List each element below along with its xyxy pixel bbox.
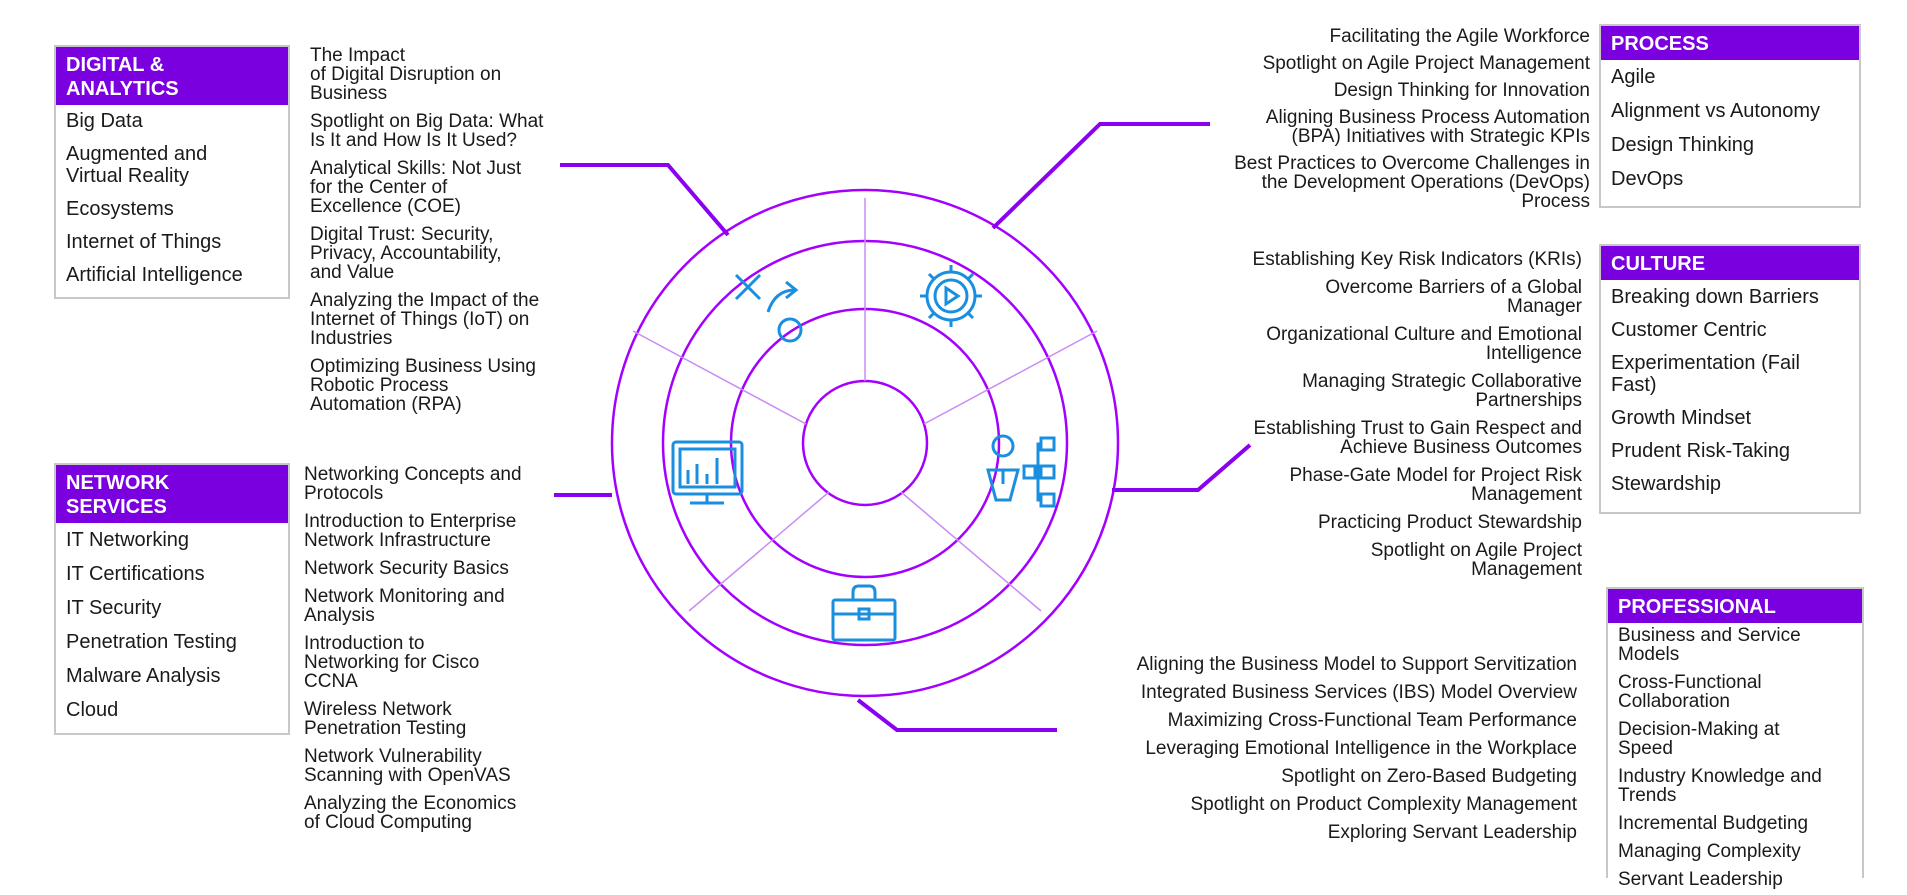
- topic-item: Internet of Things: [66, 231, 222, 253]
- gear-play-icon: [920, 265, 982, 327]
- header-line-1: NETWORK: [66, 472, 170, 494]
- course-title: Leveraging Emotional Intelligence in the…: [1145, 738, 1577, 759]
- topic-item: Growth Mindset: [1611, 407, 1752, 429]
- person-org-chart-icon: [986, 434, 1056, 508]
- course-title: Best Practices to Overcome Challenges in…: [1234, 153, 1590, 212]
- topic-item: Big Data: [66, 110, 143, 132]
- course-title: Digital Trust: Security,Privacy, Account…: [310, 224, 502, 283]
- professional-course-titles: Aligning the Business Model to Support S…: [1040, 655, 1577, 851]
- topic-item: Malware Analysis: [66, 665, 221, 687]
- topic-item: Ecosystems: [66, 198, 174, 220]
- topic-item: DevOps: [1611, 168, 1684, 190]
- course-title: Spotlight on Product Complexity Manageme…: [1190, 794, 1577, 815]
- topic-item: IT Security: [66, 597, 162, 619]
- culture-course-titles: Establishing Key Risk Indicators (KRIs) O…: [1185, 250, 1582, 588]
- topic-item: Prudent Risk-Taking: [1611, 440, 1790, 462]
- network-services-card: NETWORK SERVICES IT Networking IT Certifi…: [54, 463, 290, 735]
- course-title: Maximizing Cross-Functional Team Perform…: [1167, 710, 1577, 731]
- card-header: CULTURE: [1601, 246, 1859, 280]
- topic-item: Incremental Budgeting: [1618, 813, 1809, 834]
- topic-item: Alignment vs Autonomy: [1611, 100, 1820, 122]
- briefcase-icon: [831, 584, 897, 642]
- course-title: Facilitating the Agile Workforce: [1329, 26, 1591, 47]
- monitor-chart-icon: [671, 440, 744, 505]
- card-header: PROCESS: [1601, 26, 1859, 60]
- topic-item: Agile: [1611, 66, 1656, 88]
- topic-item: Servant Leadership: [1618, 869, 1783, 890]
- topic-item: Stewardship: [1611, 473, 1722, 495]
- topic-item: Design Thinking: [1611, 134, 1755, 156]
- header-line-2: ANALYTICS: [66, 78, 179, 100]
- course-title: Spotlight on Agile Project Management: [1262, 53, 1590, 74]
- card-header: DIGITAL & ANALYTICS: [56, 47, 288, 105]
- topic-item: Penetration Testing: [66, 631, 237, 653]
- topic-list: IT Networking IT Certifications IT Securit…: [56, 523, 288, 727]
- card-header: PROFESSIONAL: [1608, 589, 1862, 623]
- course-title: Exploring Servant Leadership: [1327, 822, 1577, 843]
- card-header: NETWORK SERVICES: [56, 465, 288, 523]
- course-title: Aligning the Business Model to Support S…: [1136, 654, 1577, 675]
- topic-item: Artificial Intelligence: [66, 264, 243, 286]
- course-title: Establishing Key Risk Indicators (KRIs): [1252, 249, 1582, 270]
- topic-item: IT Networking: [66, 529, 190, 551]
- course-title: Network Security Basics: [304, 558, 509, 579]
- course-title: Aligning Business Process Automation(BPA…: [1265, 107, 1590, 147]
- topic-item: Managing Complexity: [1618, 841, 1801, 862]
- topic-item: Breaking down Barriers: [1611, 286, 1819, 308]
- header-line-2: SERVICES: [66, 496, 167, 518]
- topic-item: Customer Centric: [1611, 319, 1767, 341]
- topic-item: IT Certifications: [66, 563, 205, 585]
- header-line-1: DIGITAL &: [66, 54, 165, 76]
- course-title: Integrated Business Services (IBS) Model…: [1140, 682, 1577, 703]
- strategy-icon: [734, 273, 803, 343]
- topic-item: Cloud: [66, 699, 119, 721]
- course-title: Spotlight on Zero-Based Budgeting: [1281, 766, 1577, 787]
- course-title: Design Thinking for Innovation: [1333, 80, 1590, 101]
- course-title: Practicing Product Stewardship: [1317, 512, 1582, 533]
